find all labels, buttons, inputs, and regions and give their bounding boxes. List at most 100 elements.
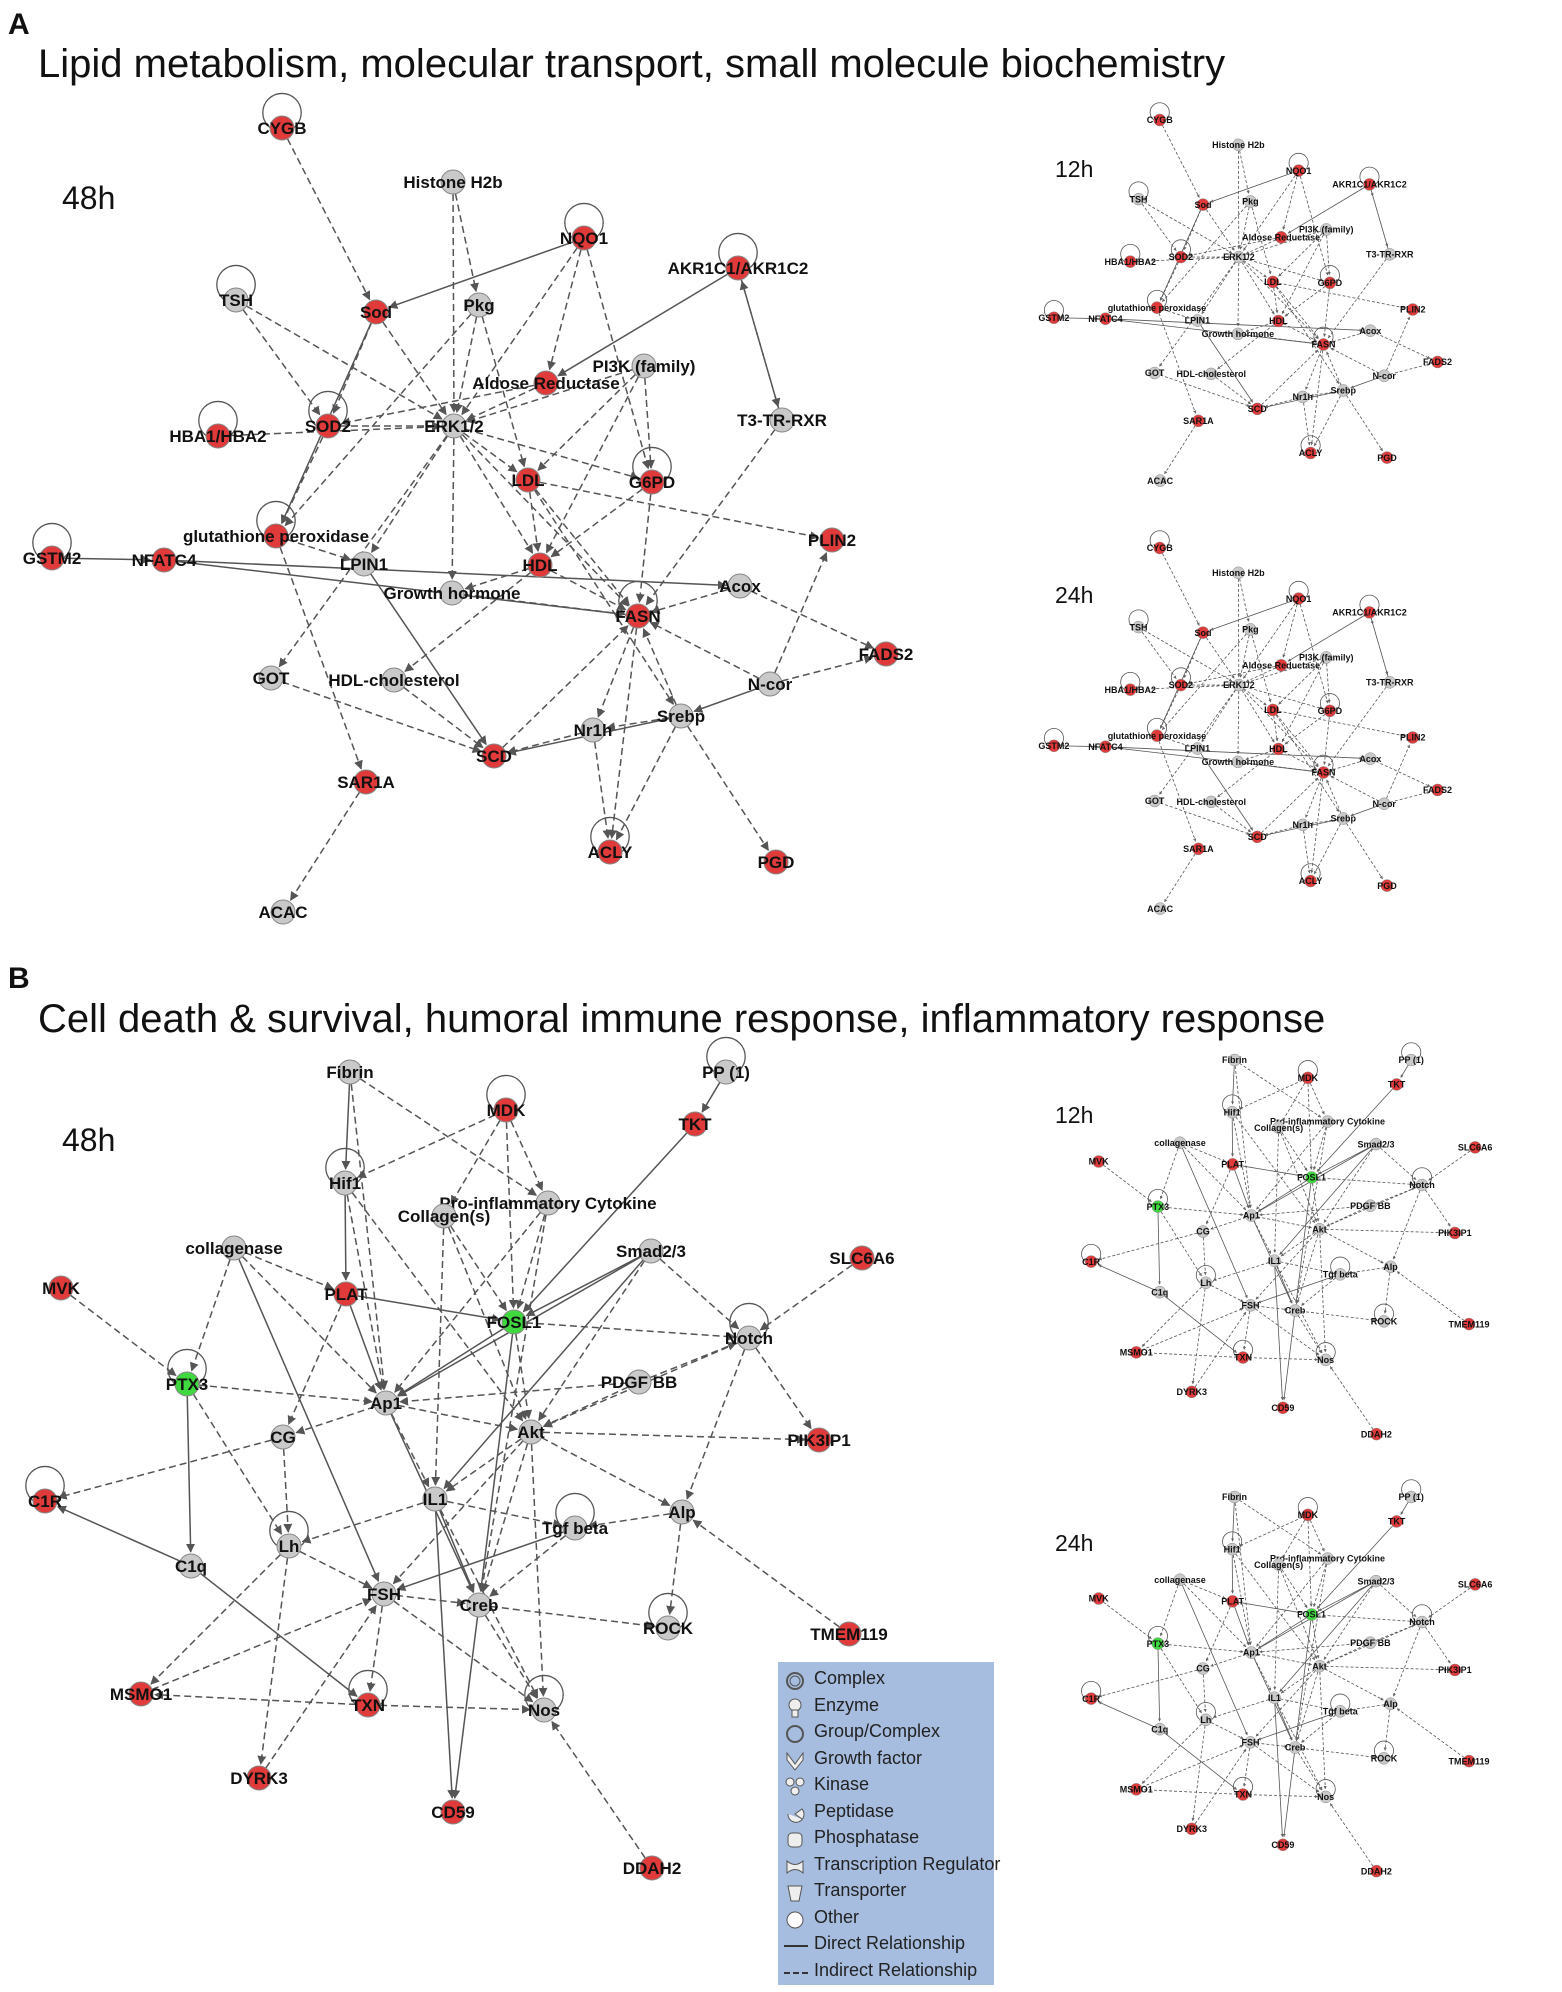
a-48h-node-nfatc4[interactable]	[151, 547, 177, 573]
b-48h-node-il1[interactable]	[422, 1486, 448, 1512]
a-12h-node-h2b[interactable]	[1232, 138, 1245, 152]
b-24h-node-tgfb[interactable]	[1334, 1705, 1347, 1718]
a-48h-node-erk[interactable]	[441, 413, 467, 439]
a-48h-node-fads2[interactable]	[873, 641, 899, 667]
b-12h-node-c1q[interactable]	[1153, 1285, 1167, 1299]
b-48h-node-tkt[interactable]	[682, 1111, 708, 1137]
b-24h-node-ddah2[interactable]	[1370, 1864, 1383, 1878]
a-24h-node-gpx[interactable]	[1150, 729, 1164, 742]
a-48h-node-nqo1[interactable]	[571, 225, 597, 251]
a-12h-node-fasn[interactable]	[1317, 338, 1330, 351]
b-12h-node-tmem119[interactable]	[1462, 1317, 1476, 1331]
a-24h-node-pgd[interactable]	[1380, 879, 1394, 892]
b-12h-node-cd59[interactable]	[1276, 1401, 1290, 1415]
b-48h-node-fosl1[interactable]	[501, 1309, 527, 1335]
a-12h-node-srebp[interactable]	[1337, 384, 1350, 397]
a-24h-node-hba[interactable]	[1124, 683, 1137, 696]
b-48h-node-c1q[interactable]	[178, 1553, 204, 1579]
b-12h-node-ap1[interactable]	[1245, 1209, 1258, 1222]
b-48h-node-fibrin[interactable]	[337, 1059, 363, 1085]
b-24h-node-nos[interactable]	[1319, 1790, 1332, 1804]
a-24h-node-h2b[interactable]	[1232, 566, 1245, 580]
b-24h-node-plat[interactable]	[1226, 1595, 1239, 1608]
a-24h-node-ar[interactable]	[1274, 659, 1288, 672]
a-12h-node-sod2[interactable]	[1174, 250, 1188, 264]
b-12h-node-col[interactable]	[1272, 1121, 1285, 1134]
a-12h-node-gh[interactable]	[1231, 327, 1245, 341]
b-12h-node-pdgf[interactable]	[1364, 1199, 1377, 1212]
a-48h-node-srebp[interactable]	[668, 703, 694, 729]
a-48h-node-sod2[interactable]	[315, 413, 341, 439]
b-48h-node-creb[interactable]	[466, 1592, 492, 1618]
a-24h-node-gh[interactable]	[1231, 755, 1245, 769]
b-48h-node-mvk[interactable]	[48, 1275, 74, 1301]
b-48h-node-hif1[interactable]	[332, 1170, 358, 1196]
a-12h-node-scd[interactable]	[1250, 402, 1264, 416]
a-24h-node-akr[interactable]	[1363, 606, 1376, 619]
b-12h-node-hif1[interactable]	[1225, 1105, 1239, 1119]
a-12h-node-gstm2[interactable]	[1047, 311, 1061, 325]
b-48h-node-c1r[interactable]	[32, 1488, 58, 1514]
b-12h-node-akt[interactable]	[1313, 1222, 1326, 1236]
b-48h-node-msmo1[interactable]	[128, 1681, 154, 1707]
a-48h-node-plin2[interactable]	[819, 527, 845, 553]
a-24h-node-pkg[interactable]	[1244, 623, 1257, 636]
b-12h-node-c1r[interactable]	[1084, 1255, 1098, 1268]
b-12h-node-tgfb[interactable]	[1334, 1268, 1347, 1281]
a-24h-node-fads2[interactable]	[1431, 783, 1444, 797]
b-24h-node-cd59[interactable]	[1276, 1838, 1290, 1852]
a-12h-node-sar1a[interactable]	[1192, 414, 1205, 428]
b-48h-node-mdk[interactable]	[493, 1097, 519, 1123]
a-24h-node-lpin1[interactable]	[1191, 742, 1204, 755]
a-48h-node-pgd[interactable]	[763, 849, 789, 875]
b-12h-node-nos[interactable]	[1319, 1353, 1332, 1367]
b-24h-node-txn[interactable]	[1236, 1788, 1250, 1801]
a-48h-node-h2b[interactable]	[440, 169, 466, 195]
a-24h-node-pi3k[interactable]	[1319, 651, 1333, 664]
b-24h-node-fibrin[interactable]	[1228, 1490, 1241, 1504]
b-12h-node-coll[interactable]	[1173, 1136, 1187, 1149]
a-24h-node-gstm2[interactable]	[1047, 739, 1061, 753]
a-12h-node-ar[interactable]	[1274, 231, 1288, 244]
b-12h-node-notch[interactable]	[1415, 1178, 1429, 1192]
b-24h-node-msmo1[interactable]	[1130, 1783, 1143, 1796]
b-24h-node-slc6a6[interactable]	[1468, 1578, 1482, 1591]
a-12h-node-hba[interactable]	[1124, 255, 1137, 268]
b-12h-node-alp[interactable]	[1384, 1260, 1397, 1274]
a-48h-node-hdl[interactable]	[527, 552, 553, 578]
b-48h-node-nos[interactable]	[531, 1697, 557, 1723]
b-24h-node-pp1[interactable]	[1404, 1490, 1418, 1504]
b-12h-node-tkt[interactable]	[1390, 1078, 1403, 1091]
a-12h-node-acox[interactable]	[1364, 324, 1377, 337]
a-48h-node-lpin1[interactable]	[351, 551, 377, 577]
b-12h-node-pic[interactable]	[1321, 1115, 1334, 1128]
b-48h-node-txn[interactable]	[355, 1692, 381, 1718]
b-24h-node-notch[interactable]	[1415, 1615, 1429, 1629]
b-24h-node-dyrk3[interactable]	[1185, 1822, 1198, 1836]
b-24h-node-tmem119[interactable]	[1462, 1754, 1476, 1768]
b-48h-node-tmem119[interactable]	[836, 1621, 862, 1647]
a-24h-node-fasn[interactable]	[1317, 766, 1330, 779]
b-48h-node-tgfb[interactable]	[562, 1515, 588, 1541]
a-12h-node-pkg[interactable]	[1244, 195, 1257, 208]
a-48h-node-acac[interactable]	[270, 899, 296, 925]
b-12h-node-pik3ip1[interactable]	[1448, 1226, 1462, 1240]
a-12h-node-tsh[interactable]	[1132, 192, 1145, 206]
b-12h-node-dyrk3[interactable]	[1185, 1385, 1198, 1399]
a-48h-node-ldl[interactable]	[515, 467, 541, 493]
a-24h-node-ncor[interactable]	[1377, 797, 1391, 811]
b-24h-node-lh[interactable]	[1199, 1713, 1213, 1727]
b-24h-node-c1r[interactable]	[1084, 1692, 1098, 1705]
a-24h-node-sar1a[interactable]	[1192, 842, 1205, 856]
a-48h-node-acly[interactable]	[597, 839, 623, 865]
a-12h-node-akr[interactable]	[1363, 178, 1376, 191]
b-24h-node-cg[interactable]	[1196, 1662, 1210, 1675]
a-24h-node-nfatc4[interactable]	[1099, 740, 1112, 753]
a-48h-node-gpx[interactable]	[263, 523, 289, 549]
b-48h-node-alp[interactable]	[669, 1499, 695, 1525]
b-48h-node-pdgf[interactable]	[626, 1369, 652, 1395]
a-12h-node-pgd[interactable]	[1380, 451, 1394, 464]
b-24h-node-pdgf[interactable]	[1364, 1636, 1377, 1649]
a-24h-node-hdlc[interactable]	[1204, 795, 1218, 809]
a-12h-node-hdl[interactable]	[1272, 314, 1285, 328]
